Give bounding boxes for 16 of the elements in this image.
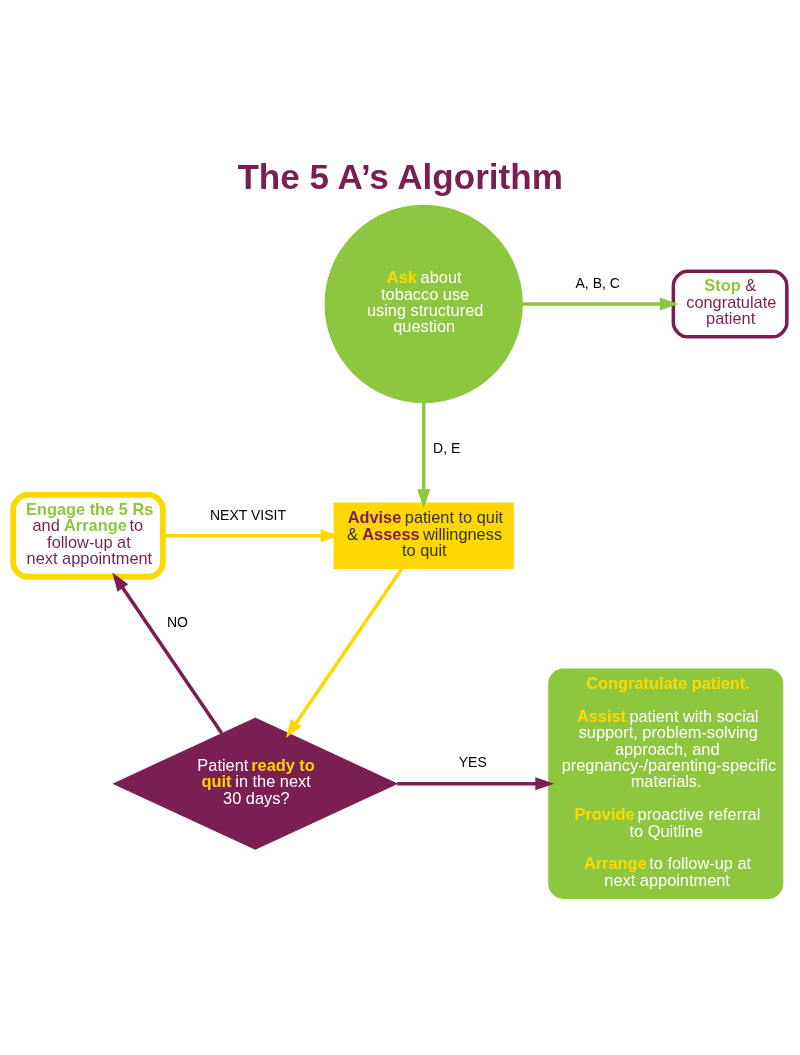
arrow [397,776,555,790]
arrow [112,572,224,734]
edge-label: NEXT VISIT [209,506,287,523]
edge-label: YES [458,753,487,770]
edge-label: D, E [433,439,461,456]
diagram-title: The 5 A’s Algorithm [237,156,563,196]
node-box: Engage the 5 Rs and Arrange to follow-up at next appointment [10,491,166,580]
arrow [285,567,404,738]
arrow [417,402,431,508]
arrow [522,296,679,311]
node-circle: Ask about tobacco use using structured question [324,204,523,403]
edge-label: A, B, C [575,274,620,291]
edge-label: NO [166,613,188,630]
node-box: Advise patient to quit & Assess willingness to quit [333,501,514,569]
node-box: Stop & congratulate patient [671,269,789,339]
node-box: Congratulate patient. Assist patient with social support, problem-solving approach, and pregnancy-/parenting-specific materials. Provide proactive referral to Quitline Arrange to follow-up at next appointment [548,668,784,899]
